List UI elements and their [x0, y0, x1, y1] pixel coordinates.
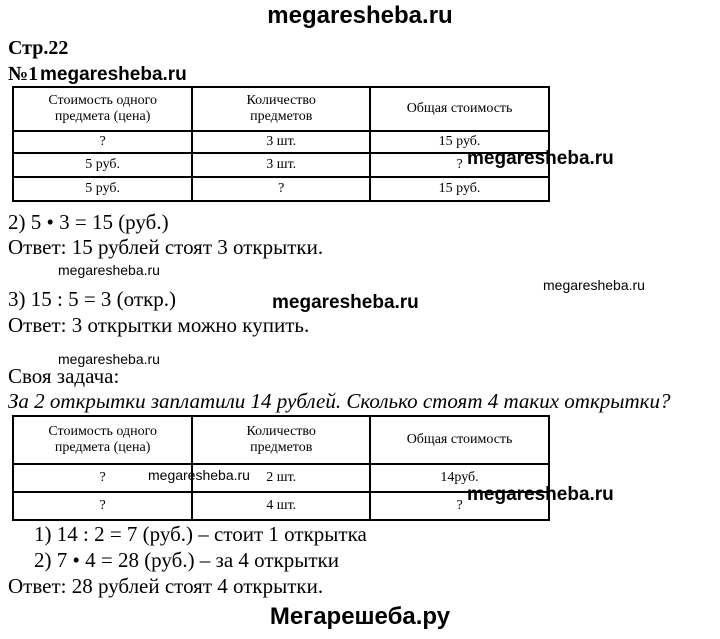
table-row: ? 4 шт. ? [11, 491, 550, 521]
header-quantity: Количество предметов [191, 415, 372, 465]
table-cell: 3 шт. [191, 130, 372, 154]
table-1: Стоимость одного предмета (цена) Количес… [11, 86, 550, 202]
table-header-row: Стоимость одного предмета (цена) Количес… [11, 86, 550, 132]
table-cell: 5 руб. [11, 176, 194, 202]
table-row: ? 3 шт. 15 руб. [11, 130, 550, 154]
answer-3: Ответ: 3 открытки можно купить. [8, 313, 310, 337]
table-cell: 15 руб. [369, 176, 550, 202]
table-2: Стоимость одного предмета (цена) Количес… [11, 415, 550, 521]
header-total: Общая стоимость [369, 415, 550, 465]
table-cell: ? [191, 176, 372, 202]
site-watermark-top: megaresheba.ru [267, 2, 453, 29]
table-cell: ? [11, 491, 194, 521]
header-quantity: Количество предметов [191, 86, 372, 132]
watermark: megaresheba.ru [40, 64, 187, 85]
table-cell: 15 руб. [369, 130, 550, 154]
watermark: megaresheba.ru [272, 292, 419, 313]
own-task-label: Своя задача: [8, 364, 120, 388]
own-task-text: За 2 открытки заплатили 14 рублей. Сколь… [8, 389, 671, 413]
table-cell: ? [11, 130, 194, 154]
watermark: megaresheba.ru [467, 148, 614, 169]
table-row: 5 руб. 3 шт. ? [11, 152, 550, 178]
watermark: megaresheba.ru [543, 277, 645, 293]
table-cell: 2 шт. [191, 463, 372, 493]
table-cell: ? [369, 491, 550, 521]
table-cell: 4 шт. [191, 491, 372, 521]
table-cell: 14руб. [369, 463, 550, 493]
own-solution-step-2: 2) 7 • 4 = 28 (руб.) – за 4 открытки [34, 548, 340, 572]
table-cell: ? [11, 463, 194, 493]
header-price: Стоимость одного предмета (цена) [11, 415, 194, 465]
solution-line-2: 2) 5 • 3 = 15 (руб.) [8, 210, 169, 234]
answer-2: Ответ: 15 рублей стоят 3 открытки. [8, 235, 324, 259]
own-solution-step-1: 1) 14 : 2 = 7 (руб.) – стоит 1 открытка [34, 522, 367, 546]
watermark: megaresheba.ru [58, 351, 160, 367]
watermark: megaresheba.ru [148, 467, 250, 483]
watermark: megaresheba.ru [58, 262, 160, 278]
task-number: №1 [8, 63, 39, 85]
table-header-row: Стоимость одного предмета (цена) Количес… [11, 415, 550, 465]
table-cell: 3 шт. [191, 152, 372, 178]
solution-line-3: 3) 15 : 5 = 3 (откр.) [8, 287, 177, 311]
page-label: Стр.22 [8, 37, 69, 59]
table-cell: 5 руб. [11, 152, 194, 178]
table-cell: ? [369, 152, 550, 178]
own-answer: Ответ: 28 рублей стоят 4 открытки. [8, 574, 324, 598]
watermark: megaresheba.ru [467, 484, 614, 505]
header-price: Стоимость одного предмета (цена) [11, 86, 194, 132]
site-watermark-bottom: Мегарешеба.ру [269, 603, 451, 630]
table-row: 5 руб. ? 15 руб. [11, 176, 550, 202]
table-row: ? 2 шт. 14руб. [11, 463, 550, 493]
header-total: Общая стоимость [369, 86, 550, 132]
